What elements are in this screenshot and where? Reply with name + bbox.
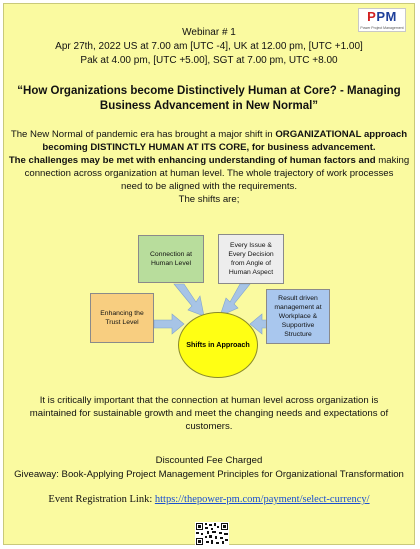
every-issue-box: Every Issue & Every Decision from Angle … <box>218 234 284 284</box>
closing-line-1: It is critically important that the conn… <box>39 395 379 406</box>
trust-box: Enhancing the Trust Level <box>90 293 154 343</box>
intro-line-1: The New Normal of pandemic era has broug… <box>10 129 408 140</box>
intro-line-5: need to be aligned with the requirements… <box>121 181 297 192</box>
arrow-icon-top-left <box>173 283 205 317</box>
closing-line-3: customers. <box>185 421 233 432</box>
logo-subtitle: Power Project Management <box>360 26 404 30</box>
title-line-2: Business Advancement in New Normal” <box>99 100 319 112</box>
diagram-arrows <box>153 283 277 335</box>
arrow-icon-left <box>153 313 185 335</box>
title-line-1: “How Organizations become Distinctively … <box>17 85 401 97</box>
registration-line: Event Registration Link: https://thepowe… <box>4 494 414 505</box>
giveaway-text: Giveaway: Book-Applying Project Manageme… <box>14 469 404 480</box>
registration-label: Event Registration Link: <box>48 494 155 505</box>
intro-line-6: The shifts are; <box>178 194 240 205</box>
arrow-icon-top-right <box>219 283 251 317</box>
closing-line-2: maintained for sustainable growth and me… <box>29 408 389 419</box>
ppm-logo: PPM Power Project Management <box>358 8 406 32</box>
shifts-center-circle: Shifts in Approach <box>178 312 258 378</box>
connection-box: Connection at Human Level <box>138 235 204 283</box>
discount-text: Discounted Fee Charged <box>155 455 263 466</box>
schedule-line-1: Apr 27th, 2022 US at 7.00 am [UTC -4], U… <box>55 41 363 52</box>
webinar-label: Webinar # 1 <box>182 27 236 38</box>
webinar-flyer: PPM Power Project Management Webinar # 1… <box>3 3 415 546</box>
intro-line-3: The challenges may be met with enhancing… <box>8 155 410 166</box>
intro-line-4: connection across organization at human … <box>24 168 394 179</box>
result-box: Result driven management at Workplace & … <box>266 289 330 344</box>
qr-code-icon[interactable] <box>195 522 229 546</box>
schedule-line-2: Pak at 4.00 pm, [UTC +5.00], SGT at 7.00… <box>80 55 338 66</box>
intro-line-2: becoming DISTINCTLY HUMAN AT ITS CORE, f… <box>42 142 376 153</box>
registration-link[interactable]: https://thepower-pm.com/payment/select-c… <box>154 494 370 505</box>
logo-mark: PPM <box>367 9 397 24</box>
